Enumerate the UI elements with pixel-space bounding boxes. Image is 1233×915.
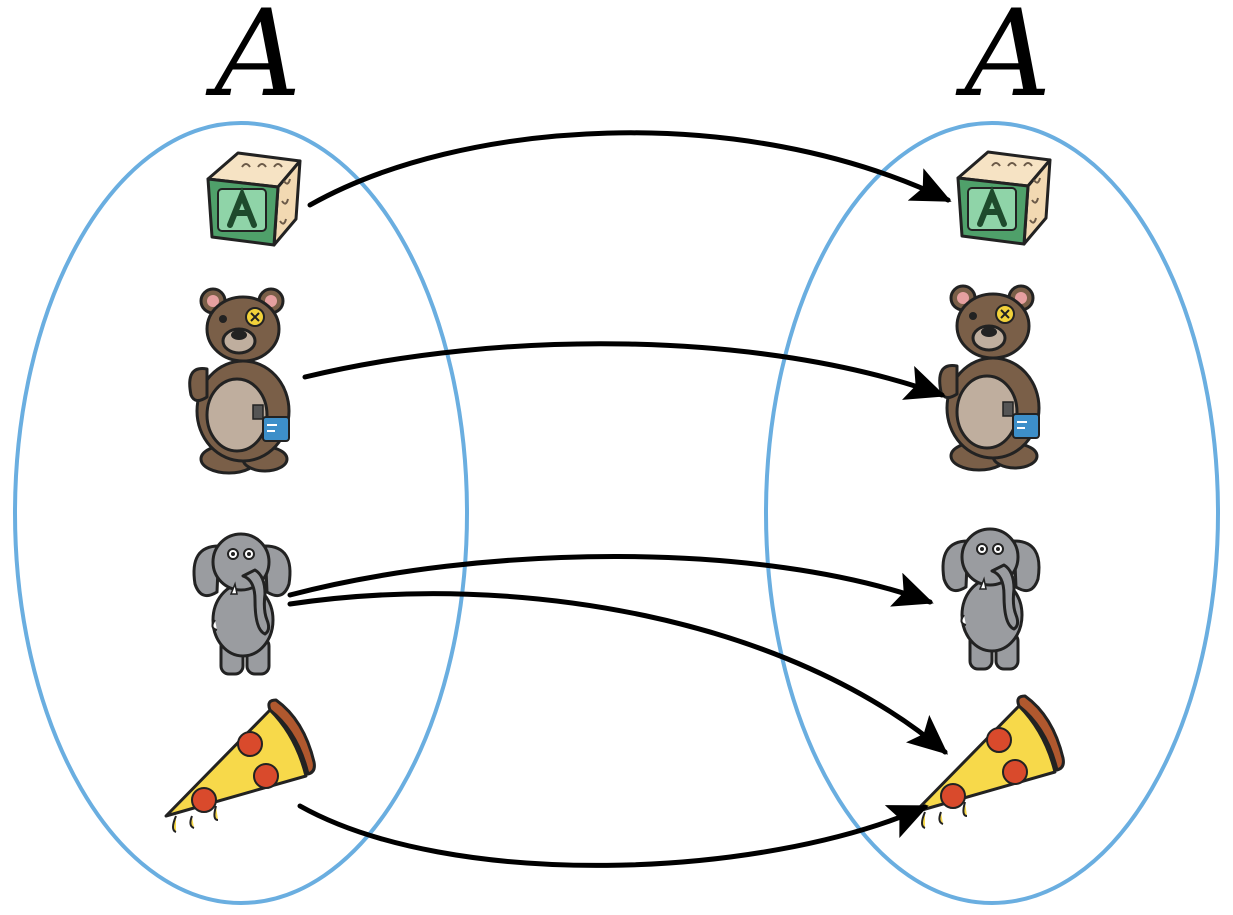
right-alphabet-block-icon [958, 152, 1050, 244]
arrow-elephant-to-elephant [287, 554, 934, 607]
left-set-ellipse [13, 121, 469, 905]
arrow-bear-to-bear [302, 341, 946, 400]
left-alphabet-block-icon [208, 153, 300, 245]
left-teddy-bear-icon [188, 287, 291, 475]
right-elephant-icon [941, 527, 1041, 671]
arrow-elephant-to-pizza [287, 591, 949, 755]
arrow-block-to-block [307, 130, 952, 208]
right-pizza-slice-icon [913, 694, 1065, 830]
right-set-label: A [955, 0, 1052, 124]
left-elephant-icon [192, 532, 292, 676]
left-pizza-slice-icon [164, 698, 316, 834]
left-set-label: A [205, 0, 302, 124]
right-teddy-bear-icon [938, 284, 1041, 472]
right-set-ellipse [764, 121, 1220, 905]
arrow-pizza-to-pizza [297, 803, 929, 868]
